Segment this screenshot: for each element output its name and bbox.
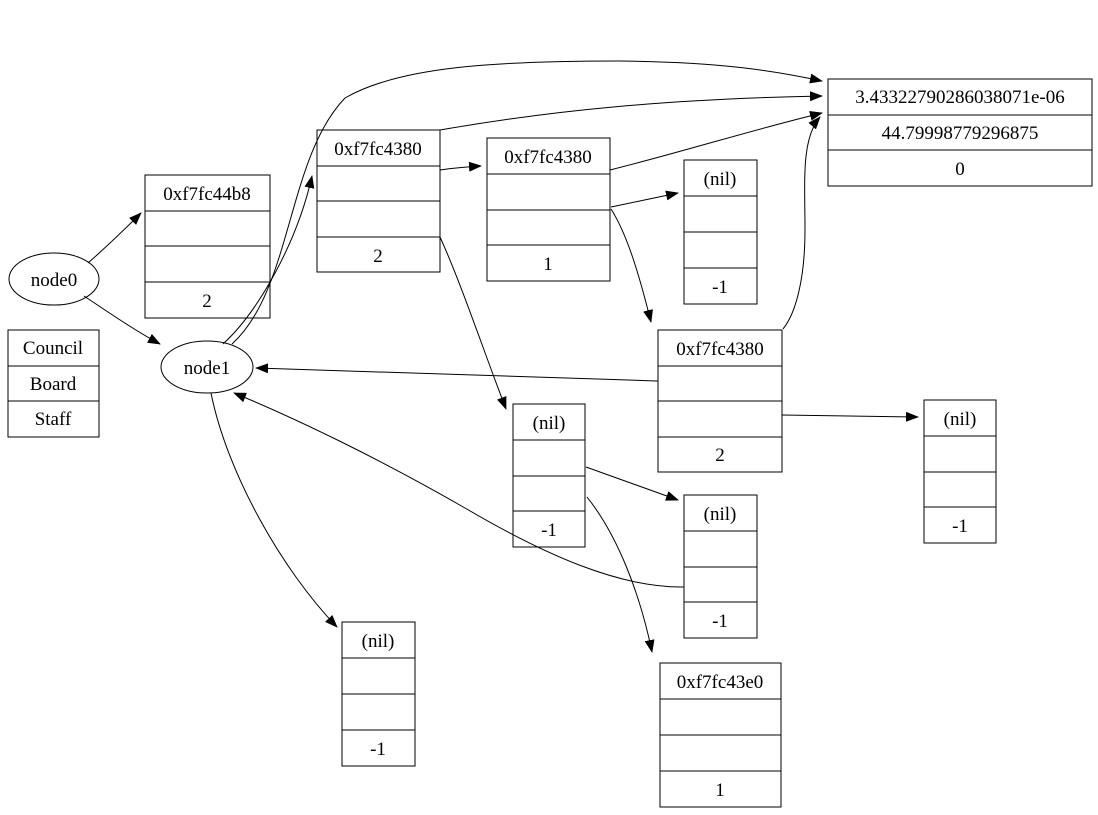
edge-rec-4380-c-to-rec-float xyxy=(782,116,821,330)
nil-bottom-left-header: (nil) xyxy=(362,631,395,652)
edge-layer xyxy=(83,60,919,653)
node1-label: node1 xyxy=(184,358,230,379)
rec-float-row-0: 3.43322790286038071e-06 xyxy=(855,87,1065,108)
nil-right-header: (nil) xyxy=(944,409,977,430)
nil-right-value: -1 xyxy=(952,516,968,537)
edge-rec-4380-b-to-rec-float xyxy=(609,110,823,171)
edge-rec-4380-c-to-node1 xyxy=(255,363,659,382)
council-row-0: Council xyxy=(23,338,83,359)
edge-rec-4380-a-to-nil-center xyxy=(439,236,507,410)
rec-4380-b-header: 0xf7fc4380 xyxy=(504,147,592,168)
edge-nil-center-to-rec-43e0 xyxy=(586,496,655,653)
node-rec-44b8: 0xf7fc44b8 2 xyxy=(144,174,271,319)
rec-float-row-1: 44.79998779296875 xyxy=(882,123,1039,144)
node-nil-bottom-left: (nil) -1 xyxy=(341,621,416,767)
nil-center-header: (nil) xyxy=(533,413,566,434)
nil-lower-value: -1 xyxy=(712,611,728,632)
edge-node0-to-node1 xyxy=(83,295,161,345)
node1-ellipse xyxy=(160,340,254,394)
node-council: Council Board Staff xyxy=(7,329,100,438)
nil-top-header: (nil) xyxy=(704,169,737,190)
edge-nil-center-to-nil-lower xyxy=(585,466,679,501)
rec-44b8-value: 2 xyxy=(202,291,212,312)
node-rec-4380-a: 0xf7fc4380 2 xyxy=(316,129,441,273)
edge-rec-4380-c-to-nil-right xyxy=(781,411,919,422)
rec-4380-c-header: 0xf7fc4380 xyxy=(676,339,764,360)
node-rec-float: 3.43322790286038071e-06 44.7999877929687… xyxy=(827,78,1093,187)
node0-ellipse xyxy=(8,252,100,306)
edge-node1-to-rec-float xyxy=(231,60,823,345)
node-node1: node1 xyxy=(160,340,254,394)
node0-label: node0 xyxy=(31,270,77,291)
rec-43e0-header: 0xf7fc43e0 xyxy=(677,672,764,693)
edge-node1-to-nil-bottom-left xyxy=(210,392,338,628)
node-rec-43e0: 0xf7fc43e0 1 xyxy=(659,662,782,808)
council-box xyxy=(7,329,100,438)
rec-4380-a-value: 2 xyxy=(373,246,383,267)
edge-nil-lower-to-node1 xyxy=(233,392,685,588)
node-node0: node0 xyxy=(8,252,100,306)
edge-node0-to-rec-44b8 xyxy=(87,212,142,264)
rec-4380-b-value: 1 xyxy=(543,254,553,275)
rec-43e0-value: 1 xyxy=(715,780,725,801)
edge-rec-4380-b-to-nil-top xyxy=(610,190,679,208)
edge-node1-to-rec-4380-a xyxy=(222,175,315,345)
nil-top-value: -1 xyxy=(712,277,728,298)
node-nil-top: (nil) -1 xyxy=(683,159,758,305)
rec-44b8-header: 0xf7fc44b8 xyxy=(163,184,251,205)
edge-rec-4380-a-to-rec-float xyxy=(439,91,823,131)
edge-rec-4380-a-to-rec-4380-b xyxy=(439,161,482,172)
nil-lower-header: (nil) xyxy=(704,504,737,525)
node-nil-lower: (nil) -1 xyxy=(683,494,758,639)
rec-4380-a-header: 0xf7fc4380 xyxy=(334,139,422,160)
council-row-1: Board xyxy=(30,374,77,395)
council-row-2: Staff xyxy=(35,409,72,430)
rec-4380-c-value: 2 xyxy=(715,445,725,466)
edge-rec-4380-b-to-rec-4380-c xyxy=(610,208,653,323)
rec-float-box xyxy=(827,78,1093,187)
node-rec-4380-c: 0xf7fc4380 2 xyxy=(657,329,783,473)
rec-float-row-2: 0 xyxy=(955,159,965,180)
node-nil-right: (nil) -1 xyxy=(923,399,997,544)
nil-bottom-left-value: -1 xyxy=(370,739,386,760)
node-rec-4380-b: 0xf7fc4380 1 xyxy=(486,137,611,282)
node-nil-center: (nil) -1 xyxy=(512,403,586,548)
nil-center-value: -1 xyxy=(541,520,557,541)
